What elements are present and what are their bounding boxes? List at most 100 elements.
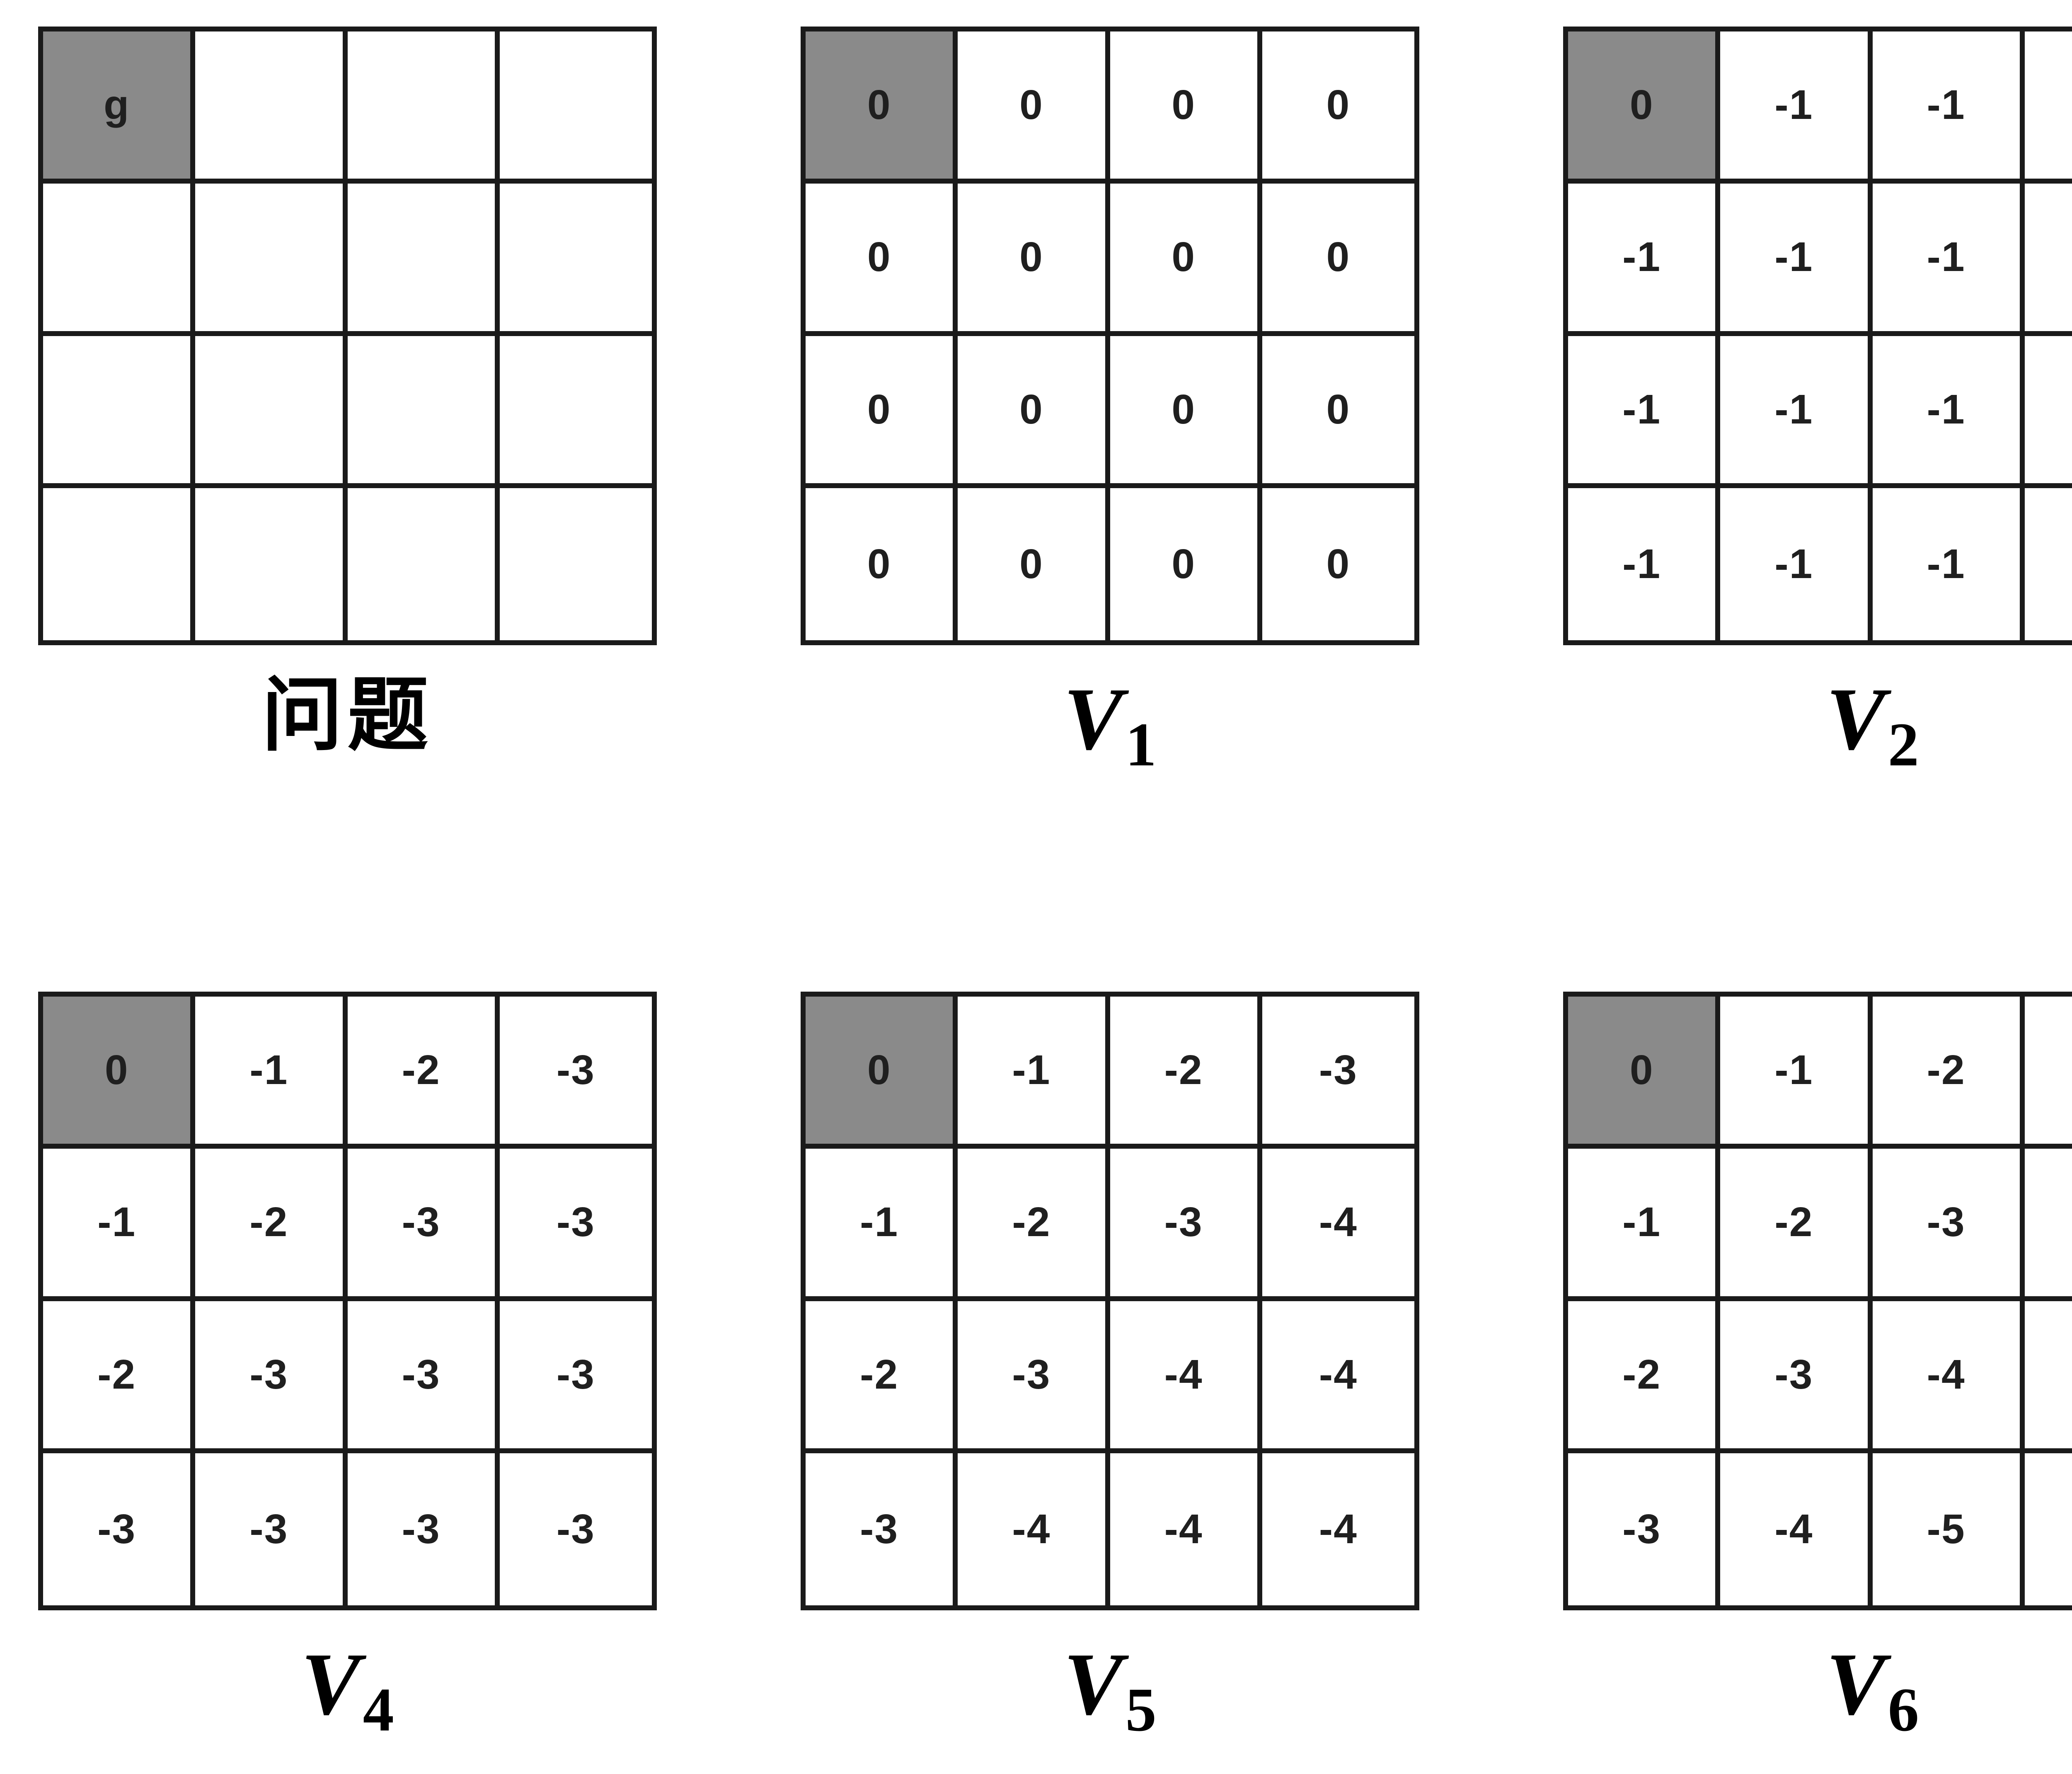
grid-cell: -5 [1873,1453,2025,1605]
grid-cell [347,184,500,336]
grid-v4: 0-1-2-3-1-2-3-3-2-3-3-3-3-3-3-3 [38,992,657,1610]
grid-cell: -4 [1110,1301,1262,1453]
label-subscript: 5 [1125,1675,1157,1744]
grid-cell: -1 [1568,336,1721,488]
grid-cell: -3 [958,1301,1110,1453]
grid-cell: 0 [1110,31,1262,184]
grid-v6: 0-1-2-3-1-2-3-4-2-3-4-5-3-4-5-5 [1563,992,2072,1610]
grid-cell [43,184,196,336]
grid-cell: -1 [2024,184,2072,336]
grid-v2: 0-1-1-1-1-1-1-1-1-1-1-1-1-1-1-1 [1563,27,2072,645]
grid-cell [500,488,652,640]
grid-cell: -4 [958,1453,1110,1605]
grid-cell: -1 [2024,336,2072,488]
grid-cell: -4 [1262,1301,1414,1453]
grid-cell: -4 [1872,1301,2025,1453]
grid-cell: -1 [43,1149,196,1301]
grid-problem: g [38,27,657,645]
grid-cell: -2 [1110,997,1262,1149]
grid-cell: -3 [347,1149,500,1301]
grid-cell: -5 [2025,1453,2072,1605]
grid-cell: -3 [499,1301,652,1453]
grid-cell [499,184,652,336]
grid-cell: -2 [195,1149,348,1301]
grid-cell: -2 [958,1149,1110,1301]
grid-cell: -3 [806,1453,958,1605]
label-subscript: 4 [363,1675,394,1744]
grid-cell: -2 [806,1301,958,1453]
grid-cell [43,488,196,640]
grid-cell: -4 [1262,1149,1414,1301]
grid-cell: 0 [806,488,958,640]
grid-cell: -3 [1110,1149,1262,1301]
grid-cell: -2 [43,1301,196,1453]
grid-cell: 0 [806,31,958,184]
grid-cell: -3 [347,1301,500,1453]
panel-problem: g 问题 [38,27,657,770]
grid-cell: 0 [1568,997,1721,1149]
grid-cell: -1 [958,997,1110,1149]
grid-cell: 0 [806,336,958,488]
grid-cell: -3 [1872,1149,2025,1301]
grid-cell: 0 [958,488,1110,640]
grid-cell [499,336,652,488]
label-subscript: 6 [1888,1675,1919,1744]
label-base: V [1063,1634,1123,1733]
grid-cell: 0 [43,997,196,1149]
grid-cell: -1 [1872,336,2025,488]
grid-cell: -1 [2024,31,2072,184]
grid-cell [195,184,348,336]
grid-cell: -3 [348,1453,500,1605]
grid-cell: 0 [806,997,958,1149]
grid-cell: -1 [1720,488,1873,640]
grid-cell: -3 [195,1301,348,1453]
grid-cell [195,31,348,184]
grid-cell [43,336,196,488]
grid-cell: -3 [1720,1301,1873,1453]
label-base: V [1063,669,1123,768]
grid-cell: 0 [1110,488,1262,640]
grid-cell [347,336,500,488]
label-subscript: 2 [1888,710,1919,779]
grid-cell: -3 [43,1453,196,1605]
grid-cell: -3 [2024,997,2072,1149]
grid-cell: 0 [806,184,958,336]
panel-label-problem: 问题 [38,674,657,770]
grid-cell [347,31,500,184]
label-text: 问题 [261,667,433,762]
panel-v6: 0-1-2-3-1-2-3-4-2-3-4-5-3-4-5-5V6 [1563,992,2072,1741]
grid-cell: 0 [1262,336,1414,488]
grid-cell: 0 [1568,31,1721,184]
grid-cell: 0 [1110,184,1262,336]
grid-cell: 0 [958,31,1110,184]
grid-cell: 0 [958,336,1110,488]
label-base: V [1826,1634,1886,1733]
grid-cell [348,488,500,640]
grid-cell: -1 [1720,31,1873,184]
grid-v5: 0-1-2-3-1-2-3-4-2-3-4-4-3-4-4-4 [801,992,1419,1610]
grid-cell: -1 [806,1149,958,1301]
label-base: V [1826,669,1886,768]
grid-cell: -3 [499,997,652,1149]
grid-cell: -2 [1872,997,2025,1149]
grid-cell: 0 [1326,540,1351,587]
grid-cell: -4 [2024,1149,2072,1301]
grid-cell: -1 [1568,1149,1721,1301]
grid-cell [195,488,348,640]
grid-cell: -4 [1110,1453,1262,1605]
grid-cell: -3 [556,1505,595,1552]
grid-cell: -3 [1568,1453,1721,1605]
label-base: V [301,1634,361,1733]
grid-cell: -2 [1720,1149,1873,1301]
grid-cell [499,31,652,184]
grid-cell: -3 [1262,997,1414,1149]
grid-cell: -1 [1720,184,1873,336]
